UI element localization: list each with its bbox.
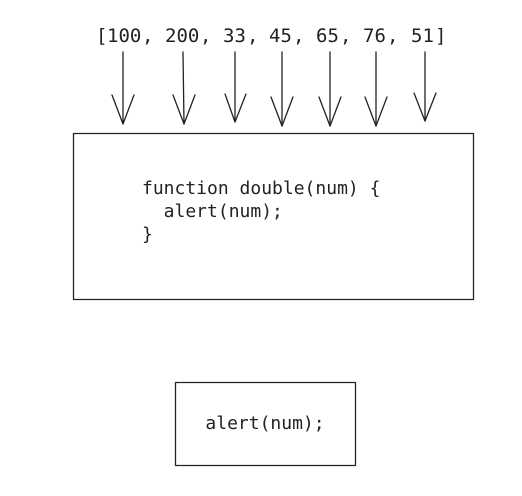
output-box: alert(num); [174,381,357,467]
array-separator: , [247,25,258,47]
output-box-border [174,381,357,467]
arrow-down-icon [413,51,437,122]
array-item-200: 200 [165,25,199,47]
function-line-1: function double(num) { [142,178,380,199]
array-separator: , [200,25,211,47]
array-item-100: 100 [107,25,141,47]
array-item-33: 33 [223,25,246,47]
array-open-bracket: [ [96,25,107,47]
arrow-down-icon [364,51,388,127]
input-arrows [111,51,437,127]
array-item-65: 65 [316,25,339,47]
arrow-down-icon [318,51,342,127]
input-array: [ 100 , 200 , 33 , 45 , 65 , 76 , 51 ] [96,25,446,47]
array-item-76: 76 [363,25,386,47]
array-separator: , [142,25,153,47]
array-separator: , [293,25,304,47]
array-separator: , [387,25,398,47]
arrow-down-icon [270,51,294,127]
function-line-2: alert(num); [142,201,283,222]
arrow-down-icon [172,51,196,125]
function-line-3: } [142,224,153,245]
output-text: alert(num); [205,413,324,434]
array-item-51: 51 [411,25,434,47]
array-close-bracket: ] [435,25,446,47]
array-separator: , [340,25,351,47]
function-box: function double(num) { alert(num); } [72,132,475,301]
arrow-down-icon [224,51,247,123]
array-item-45: 45 [269,25,292,47]
function-box-border [72,132,475,301]
arrow-down-icon [111,51,135,125]
